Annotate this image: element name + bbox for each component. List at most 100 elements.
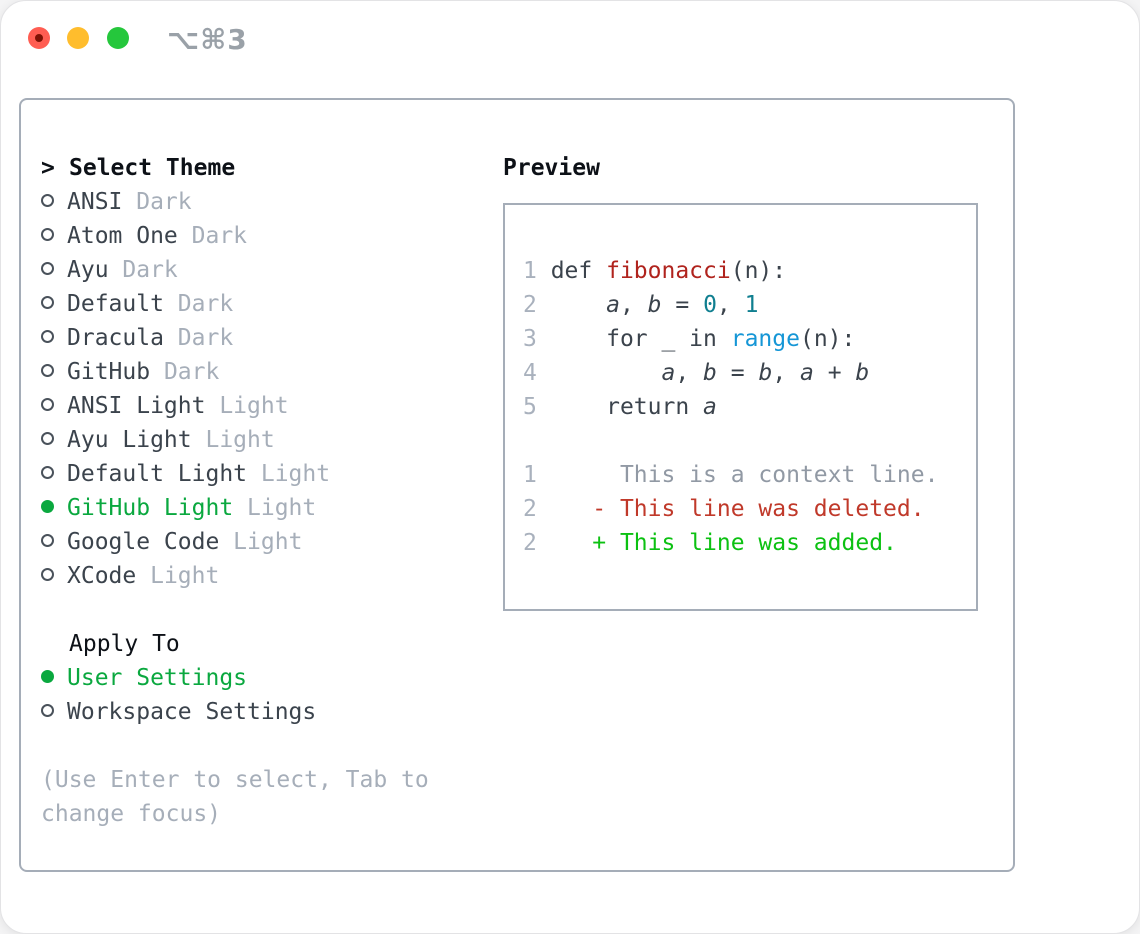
keyboard-shortcut-label: ⌥⌘3 bbox=[167, 23, 248, 56]
theme-option[interactable]: Ayu Dark bbox=[41, 253, 481, 287]
radio-icon bbox=[41, 704, 54, 717]
code-segment: (n): bbox=[799, 326, 856, 352]
theme-option[interactable]: Google Code Light bbox=[41, 525, 481, 559]
code-segment bbox=[551, 292, 606, 318]
theme-name: Ayu bbox=[67, 257, 109, 283]
code-segment: (n): bbox=[730, 258, 787, 284]
code-segment: 0 bbox=[703, 292, 717, 318]
apply-to-title-row: Apply To bbox=[41, 627, 481, 661]
code-segment: fibonacci bbox=[606, 258, 731, 284]
theme-option[interactable]: Default Dark bbox=[41, 287, 481, 321]
theme-name: ANSI bbox=[67, 189, 123, 215]
theme-name: Atom One bbox=[67, 223, 178, 249]
code-segment: def bbox=[550, 258, 607, 284]
theme-variant: Dark bbox=[108, 257, 178, 283]
radio-icon bbox=[41, 534, 54, 547]
theme-option[interactable]: Dracula Dark bbox=[41, 321, 481, 355]
theme-option[interactable]: ANSI Dark bbox=[41, 185, 481, 219]
radio-icon bbox=[41, 398, 54, 411]
theme-name: Default Light bbox=[67, 461, 248, 487]
code-segment: , bbox=[619, 292, 648, 318]
code-segment: b bbox=[855, 360, 870, 386]
code-segment: This is a context line. bbox=[536, 462, 939, 488]
code-segment: range bbox=[730, 326, 800, 352]
apply-to-label: Workspace Settings bbox=[67, 699, 317, 725]
radio-icon bbox=[41, 568, 54, 581]
preview-column: Preview 1 def fibonacci(n):2 a, b = 0, 1… bbox=[503, 151, 1003, 611]
code-segment: 4 bbox=[523, 360, 551, 386]
code-segment: b bbox=[758, 360, 773, 386]
apply-to-title: Apply To bbox=[69, 631, 180, 657]
theme-name: XCode bbox=[67, 563, 137, 589]
code-segment: 1 bbox=[523, 258, 551, 284]
theme-name: Default bbox=[67, 291, 164, 317]
radio-icon bbox=[41, 228, 54, 241]
radio-icon bbox=[41, 296, 54, 309]
code-line: 1 def fibonacci(n): bbox=[523, 254, 958, 288]
code-segment: , bbox=[675, 360, 704, 386]
theme-variant: Dark bbox=[163, 325, 234, 351]
code-segment: a bbox=[606, 292, 620, 318]
titlebar: ⌥⌘3 bbox=[1, 1, 1139, 81]
code-line: 2 - This line was deleted. bbox=[523, 492, 958, 526]
theme-option[interactable]: Ayu Light Light bbox=[41, 423, 481, 457]
code-segment: a bbox=[661, 360, 676, 386]
theme-name: Google Code bbox=[67, 529, 220, 555]
theme-option[interactable]: GitHub Dark bbox=[41, 355, 481, 389]
theme-variant: Light bbox=[191, 427, 275, 453]
code-line: 2 + This line was added. bbox=[523, 526, 958, 560]
code-segment: = bbox=[661, 292, 704, 318]
selection-caret: > bbox=[41, 155, 55, 181]
radio-icon bbox=[41, 194, 54, 207]
code-segment: a bbox=[800, 360, 814, 386]
code-segment: for _ in bbox=[550, 326, 731, 352]
picker-title: Select Theme bbox=[69, 155, 236, 181]
radio-icon bbox=[41, 670, 54, 683]
theme-name: ANSI Light bbox=[67, 393, 206, 419]
code-segment: , bbox=[716, 292, 745, 318]
radio-icon bbox=[41, 364, 54, 377]
theme-name: GitHub bbox=[67, 359, 151, 385]
code-segment bbox=[551, 360, 662, 386]
theme-name: Dracula bbox=[67, 325, 164, 351]
apply-to-option[interactable]: Workspace Settings bbox=[41, 695, 481, 729]
code-segment: b bbox=[703, 360, 717, 386]
theme-variant: Light bbox=[219, 529, 303, 555]
theme-variant: Light bbox=[136, 563, 220, 589]
radio-icon bbox=[41, 330, 54, 343]
minimize-button[interactable] bbox=[67, 27, 89, 49]
theme-option[interactable]: ANSI Light Light bbox=[41, 389, 481, 423]
hint-line: (Use Enter to select, Tab to bbox=[41, 767, 429, 793]
apply-to-option[interactable]: User Settings bbox=[41, 661, 481, 695]
radio-icon bbox=[41, 466, 54, 479]
close-button[interactable] bbox=[28, 27, 50, 49]
code-line: 2 a, b = 0, 1 bbox=[523, 288, 958, 322]
close-dot-icon bbox=[35, 34, 43, 42]
spacer bbox=[41, 593, 481, 627]
code-segment: + bbox=[813, 360, 856, 386]
theme-option[interactable]: Atom One Dark bbox=[41, 219, 481, 253]
code-segment: 1 bbox=[744, 292, 759, 318]
zoom-button[interactable] bbox=[107, 27, 129, 49]
theme-variant: Dark bbox=[122, 189, 192, 215]
code-line: 3 for _ in range(n): bbox=[523, 322, 958, 356]
theme-option[interactable]: GitHub Light Light bbox=[41, 491, 481, 525]
code-segment: 5 bbox=[523, 394, 551, 420]
code-segment: return bbox=[550, 394, 704, 420]
code-segment: 2 bbox=[523, 496, 537, 522]
theme-option[interactable]: Default Light Light bbox=[41, 457, 481, 491]
theme-variant: Dark bbox=[177, 223, 248, 249]
code-segment bbox=[537, 496, 592, 522]
apply-to-label: User Settings bbox=[67, 665, 248, 691]
code-segment: a bbox=[703, 394, 717, 420]
theme-name: Ayu Light bbox=[67, 427, 192, 453]
code-line bbox=[523, 424, 958, 458]
code-segment: = bbox=[716, 360, 759, 386]
code-segment: + This line was added. bbox=[592, 530, 897, 556]
picker-title-row: > Select Theme bbox=[41, 151, 481, 185]
theme-option[interactable]: XCode Light bbox=[41, 559, 481, 593]
